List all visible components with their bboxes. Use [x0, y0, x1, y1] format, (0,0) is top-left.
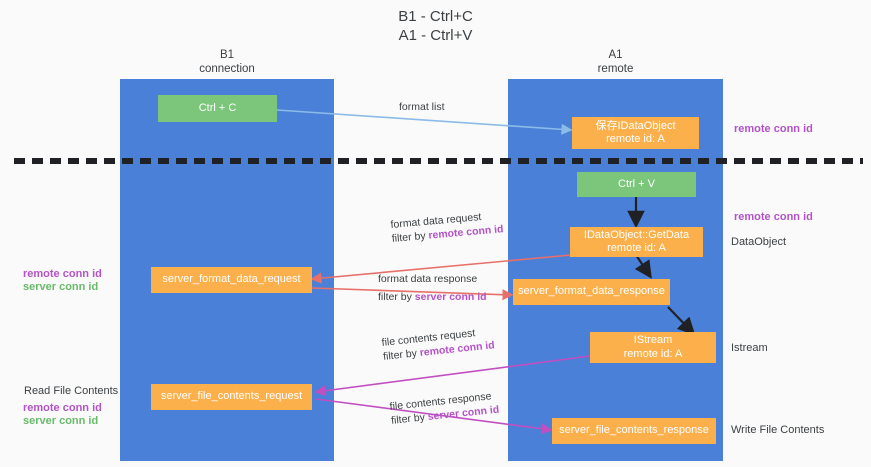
node-idataobject-getdata-line2: remote id: A: [607, 242, 666, 254]
lane-header-a1-sub: remote: [597, 63, 634, 75]
node-save-idataobject[interactable]: 保存IDataObject remote id: A: [572, 117, 699, 149]
node-server-file-contents-response-label: server_file_contents_response: [559, 424, 709, 437]
lane-header-b1: B1 connection: [120, 48, 334, 76]
label-left-server-conn-id-2: server conn id: [23, 415, 99, 427]
lane-header-b1-name: B1: [219, 49, 235, 61]
node-ctrl-c[interactable]: Ctrl + C: [158, 95, 277, 122]
label-remote-conn-id-mid: remote conn id: [734, 211, 813, 223]
label-left-remote-conn-id-1: remote conn id: [23, 268, 102, 280]
node-istream[interactable]: IStream remote id: A: [590, 332, 716, 363]
node-server-file-contents-response[interactable]: server_file_contents_response: [552, 418, 716, 444]
lane-header-a1: A1 remote: [508, 48, 723, 76]
edge-label-format-data-response-prefix: filter by: [378, 291, 415, 303]
edge-label-file-contents-response: file contents response filter by server …: [389, 389, 500, 428]
lane-header-a1-name: A1: [608, 49, 623, 61]
label-dataobject: DataObject: [731, 236, 787, 248]
edge-label-format-data-request: format data request filter by remote con…: [390, 208, 504, 246]
label-left-server-conn-id-1: server conn id: [23, 281, 99, 293]
node-server-format-data-response-label: server_format_data_response: [518, 285, 665, 298]
edge-label-file-contents-request-prefix: filter by: [382, 347, 421, 363]
edge-label-format-data-request-prefix: filter by: [391, 229, 429, 245]
label-remote-conn-id-top: remote conn id: [734, 123, 813, 135]
edge-label-format-list-line1: format list: [399, 101, 445, 113]
edge-label-file-contents-request: file contents request filter by remote c…: [381, 324, 495, 364]
edge-label-file-contents-response-prefix: filter by: [390, 411, 429, 427]
diagram-title: B1 - Ctrl+C A1 - Ctrl+V: [0, 7, 871, 45]
node-idataobject-getdata[interactable]: IDataObject::GetData remote id: A: [570, 227, 703, 257]
node-server-file-contents-request-label: server_file_contents_request: [160, 390, 303, 403]
node-server-format-data-response[interactable]: server_format_data_response: [513, 279, 670, 305]
label-istream: Istream: [731, 342, 768, 354]
edge-label-format-data-response-line1: format data response: [378, 273, 478, 285]
label-write-file-contents: Write File Contents: [731, 424, 825, 436]
label-read-file-contents: Read File Contents: [24, 385, 119, 397]
title-line-1: B1 - Ctrl+C: [398, 8, 473, 25]
edge-label-format-data-response: format data response filter by server co…: [378, 272, 487, 304]
node-istream-line1: IStream: [633, 334, 673, 346]
node-idataobject-getdata-line1: IDataObject::GetData: [583, 228, 690, 241]
edge-label-format-list: format list: [399, 100, 445, 114]
node-server-format-data-request[interactable]: server_format_data_request: [151, 267, 312, 293]
label-left-remote-conn-id-2: remote conn id: [23, 402, 102, 414]
lane-header-b1-sub: connection: [199, 63, 255, 75]
node-istream-line2: remote id: A: [623, 347, 683, 360]
title-line-2: A1 - Ctrl+V: [398, 27, 473, 44]
node-ctrl-v-label: Ctrl + V: [618, 177, 655, 190]
node-ctrl-c-label: Ctrl + C: [198, 101, 237, 114]
node-save-idataobject-line2: remote id: A: [606, 133, 665, 145]
node-ctrl-v[interactable]: Ctrl + V: [577, 172, 696, 197]
edge-label-format-data-response-line2: filter by server conn id: [378, 290, 487, 304]
node-server-format-data-request-label: server_format_data_request: [162, 273, 301, 286]
node-save-idataobject-line1: 保存IDataObject: [595, 119, 676, 132]
node-server-file-contents-request[interactable]: server_file_contents_request: [151, 384, 312, 410]
edge-label-format-data-response-highlight: server conn id: [414, 291, 487, 303]
